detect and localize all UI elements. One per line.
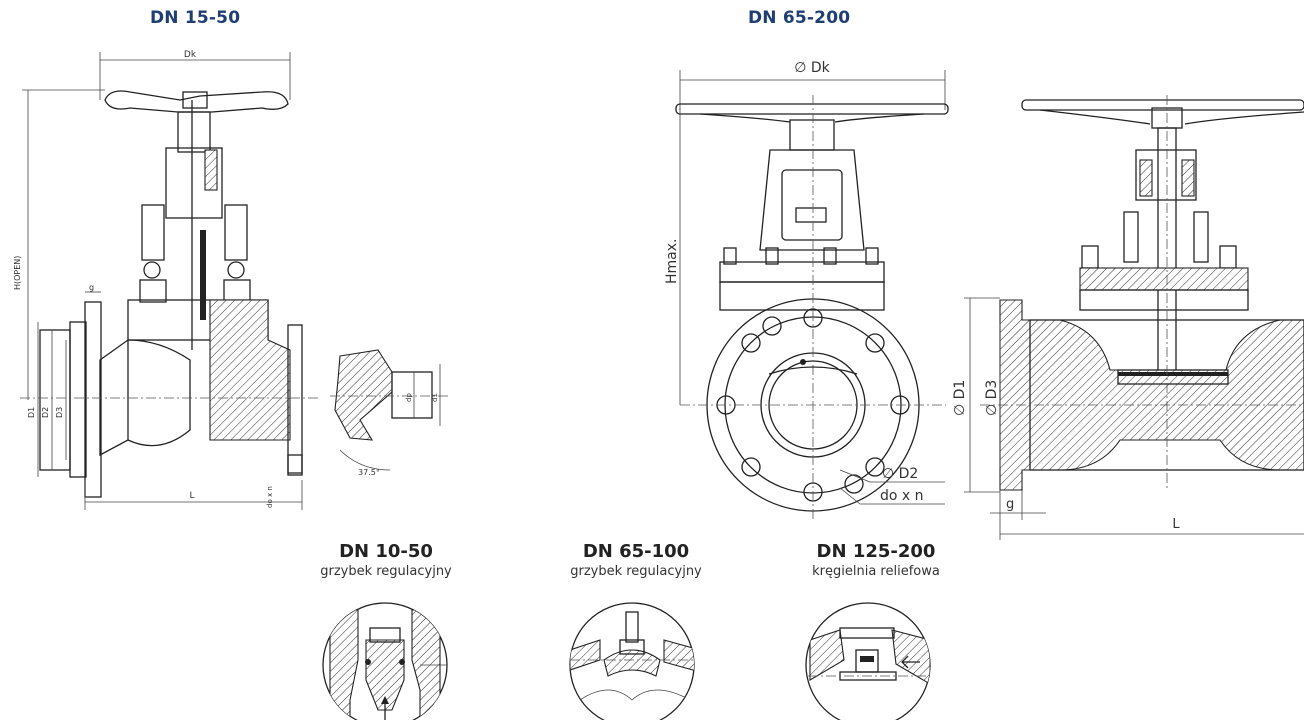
detail-heading-dn-65-100: DN 65-100 grzybek regulacyjny xyxy=(546,541,726,579)
d2-leader: ∅ D2 xyxy=(839,466,945,483)
g-label: g xyxy=(89,283,94,292)
d3-section-label: ∅ D3 xyxy=(984,380,1000,416)
h-open-label: H(OPEN) xyxy=(13,256,22,290)
right-section-view-drawing: ∅ D1 ∅ D3 g L xyxy=(952,95,1304,540)
l-section-label: L xyxy=(1172,517,1180,532)
l-label: L xyxy=(189,491,194,501)
handwheel-right xyxy=(675,103,949,115)
dp-label: dp xyxy=(405,393,413,402)
socket-weld-detail: dp d1 37.5° xyxy=(330,349,450,477)
detail-dn-label: DN 125-200 xyxy=(816,541,936,562)
l-dimension: L xyxy=(84,480,303,510)
title-dn-15-50: DN 15-50 xyxy=(150,8,241,28)
left-valve-drawing: Dk H(OPEN) D1 D2 D3 g xyxy=(13,50,450,510)
dk-dimension-right: ∅ Dk xyxy=(679,60,946,110)
detail-desc-label: grzybek regulacyjny xyxy=(570,564,702,579)
detail-heading-dn-10-50: DN 10-50 grzybek regulacyjny xyxy=(296,541,476,579)
hmax-dimension: Hmax. xyxy=(664,108,681,405)
d1-section-label: ∅ D1 xyxy=(952,380,968,416)
detail-circle-dn-125-200 xyxy=(805,602,931,720)
d2-right-label: ∅ D2 xyxy=(882,466,918,482)
title-dn-65-200: DN 65-200 xyxy=(748,8,851,28)
dk-label: Dk xyxy=(184,50,197,60)
d1-label: D1 xyxy=(27,407,36,418)
section-diameter-dimensions: ∅ D1 ∅ D3 xyxy=(952,297,1001,493)
flange-dimensions: D1 D2 D3 g xyxy=(27,283,101,477)
detail-desc-label: kręgielnia reliefowa xyxy=(812,564,940,579)
d2-label: D2 xyxy=(41,407,50,418)
handwheel-section xyxy=(1021,99,1304,111)
detail-desc-label: grzybek regulacyjny xyxy=(320,564,452,579)
do-x-n-leader: do x n xyxy=(839,487,945,505)
angle-label: 37.5° xyxy=(358,468,380,477)
g-and-l-dimensions: g L xyxy=(990,490,1304,540)
detail-dn-label: DN 65-100 xyxy=(582,541,690,562)
dk-right-label: ∅ Dk xyxy=(794,60,830,76)
detail-dn-label: DN 10-50 xyxy=(339,541,433,562)
hmax-label: Hmax. xyxy=(664,239,680,284)
d1-socket-label: d1 xyxy=(431,393,439,402)
handwheel xyxy=(104,90,289,113)
do-x-n-label: do x n xyxy=(266,486,274,508)
detail-circle-dn-10-50 xyxy=(322,602,448,720)
h-open-dimension: H(OPEN) xyxy=(13,89,105,400)
detail-circle-dn-65-100 xyxy=(569,602,695,720)
right-front-view-drawing: ∅ Dk Hmax. ∅ D2 xyxy=(664,60,949,520)
detail-heading-dn-125-200: DN 125-200 kręgielnia reliefowa xyxy=(786,541,966,579)
g-section-label: g xyxy=(1006,497,1014,512)
bonnet-bolts xyxy=(723,247,879,265)
do-x-n-right-label: do x n xyxy=(880,488,924,504)
d3-label: D3 xyxy=(55,407,64,418)
dk-dimension: Dk xyxy=(99,50,291,100)
